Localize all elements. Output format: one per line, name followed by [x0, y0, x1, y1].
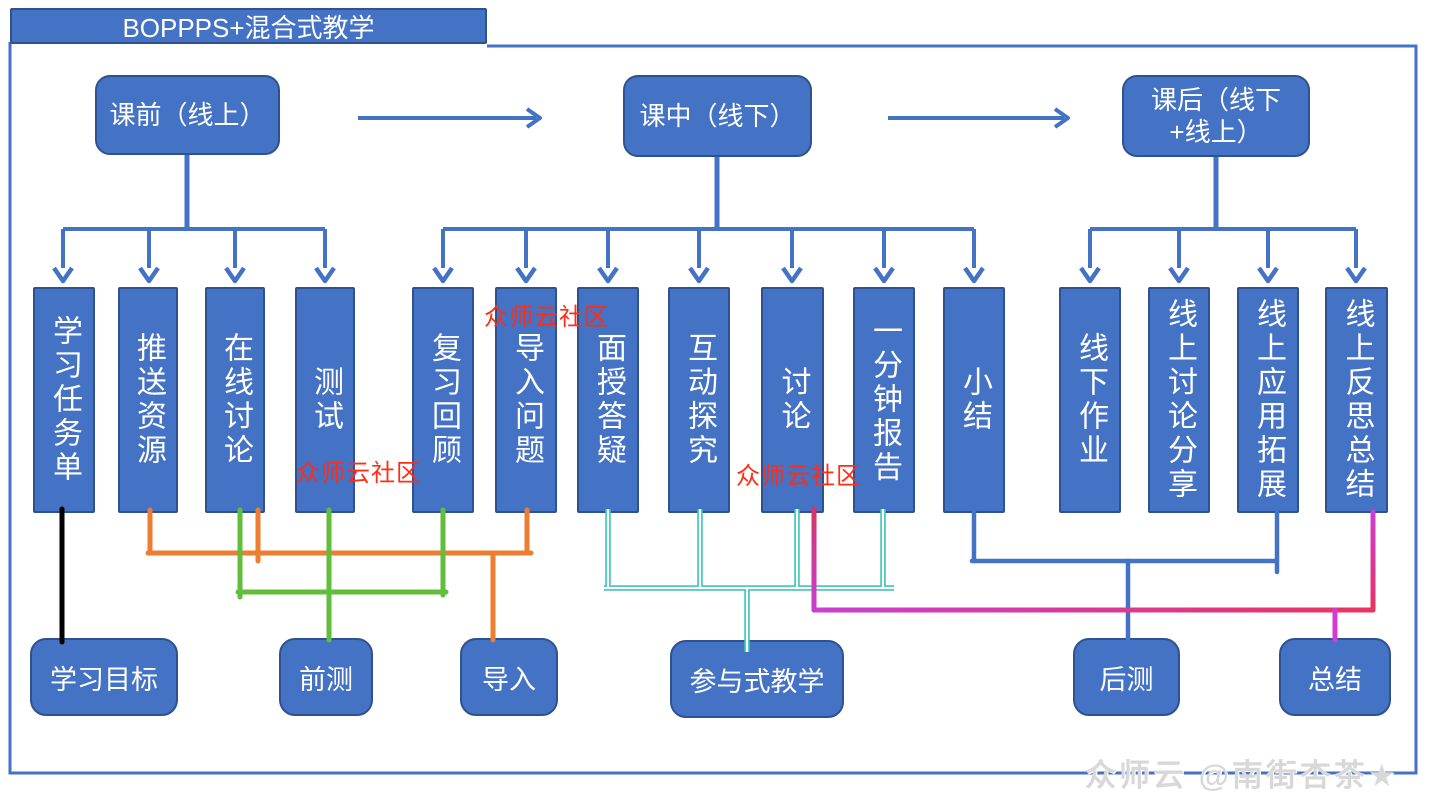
phase-arrows — [358, 107, 1070, 129]
node-online-discussion: 在线讨论 — [205, 287, 265, 513]
node-online-application-label: 线上应用拓展 — [1252, 298, 1285, 502]
node-review-label: 复习回顾 — [427, 332, 460, 468]
fan-pre — [52, 152, 336, 284]
node-discussion-label: 讨论 — [776, 366, 810, 434]
fan-post — [1079, 154, 1367, 284]
node-test-label: 测试 — [309, 366, 342, 434]
node-learning-task-list: 学习任务单 — [33, 287, 95, 513]
node-offline-homework-label: 线下作业 — [1074, 332, 1107, 468]
result-learning-goal-label: 学习目标 — [50, 664, 158, 695]
phase-box-pre: 课前（线上） — [95, 75, 280, 155]
result-pretest-label: 前测 — [299, 664, 353, 695]
node-interactive-inquiry-label: 互动探究 — [683, 332, 716, 468]
diagram-title: BOPPPS+混合式教学 — [10, 8, 487, 44]
watermark-note-1: 众师云社区 — [296, 460, 421, 487]
node-intro-question: 导入问题 — [495, 287, 557, 513]
node-wrap-up: 小结 — [943, 287, 1005, 513]
fan-during — [432, 154, 985, 284]
node-push-resources: 推送资源 — [118, 287, 178, 513]
node-online-application: 线上应用拓展 — [1237, 287, 1299, 513]
result-posttest-label: 后测 — [1099, 664, 1154, 695]
phase-post-label: 课后（线下+线上） — [1150, 84, 1281, 148]
node-online-reflection: 线上反思总结 — [1325, 287, 1388, 513]
phase-during-label: 课中（线下） — [639, 100, 796, 131]
node-one-minute-report-label: 一分钟报告 — [868, 315, 901, 485]
node-online-discussion-label: 在线讨论 — [219, 332, 252, 468]
result-box-pretest: 前测 — [279, 638, 373, 716]
connector-green-pretest — [235, 507, 449, 643]
connector-orange-intro — [145, 507, 534, 643]
result-box-participatory: 参与式教学 — [670, 640, 844, 718]
node-lecture-qa: 面授答疑 — [577, 287, 639, 513]
connector-blue-posttest — [969, 506, 1280, 643]
connector-magenta-summary — [811, 506, 1376, 643]
node-discussion: 讨论 — [761, 287, 824, 513]
phase-pre-label: 课前（线上） — [109, 99, 266, 130]
node-offline-homework: 线下作业 — [1059, 287, 1121, 513]
diagram-title-label: BOPPPS+混合式教学 — [122, 12, 375, 43]
watermark-note-2: 众师云社区 — [484, 304, 609, 331]
node-lecture-qa-label: 面授答疑 — [592, 332, 625, 468]
result-box-summary: 总结 — [1279, 638, 1391, 716]
outer-border — [8, 42, 1418, 775]
node-learning-task-list-label: 学习任务单 — [48, 315, 81, 485]
arrow-during-to-post-head — [1053, 107, 1070, 129]
arrow-pre-to-during-head — [525, 107, 542, 129]
phase-box-post: 课后（线下+线上） — [1122, 75, 1310, 157]
node-online-discussion-share-label: 线上讨论分享 — [1163, 298, 1196, 502]
phase-box-during: 课中（线下） — [623, 75, 812, 157]
node-wrap-up-label: 小结 — [958, 366, 991, 434]
connector-teal-participatory — [604, 509, 894, 652]
result-participatory-label: 参与式教学 — [689, 666, 825, 697]
result-summary-label: 总结 — [1308, 664, 1362, 695]
site-watermark: 众师云 @南街杏茶★ — [1085, 758, 1399, 793]
watermark-note-3: 众师云社区 — [736, 463, 861, 490]
result-intro-label: 导入 — [482, 664, 536, 695]
node-intro-question-label: 导入问题 — [510, 332, 543, 468]
node-online-reflection-label: 线上反思总结 — [1340, 298, 1374, 502]
node-test: 测试 — [295, 287, 355, 513]
result-box-learning-goal: 学习目标 — [30, 638, 178, 716]
node-push-resources-label: 推送资源 — [132, 332, 165, 468]
result-box-intro: 导入 — [460, 638, 558, 716]
node-review: 复习回顾 — [412, 287, 474, 513]
node-interactive-inquiry: 互动探究 — [668, 287, 730, 513]
node-online-discussion-share: 线上讨论分享 — [1148, 287, 1210, 513]
